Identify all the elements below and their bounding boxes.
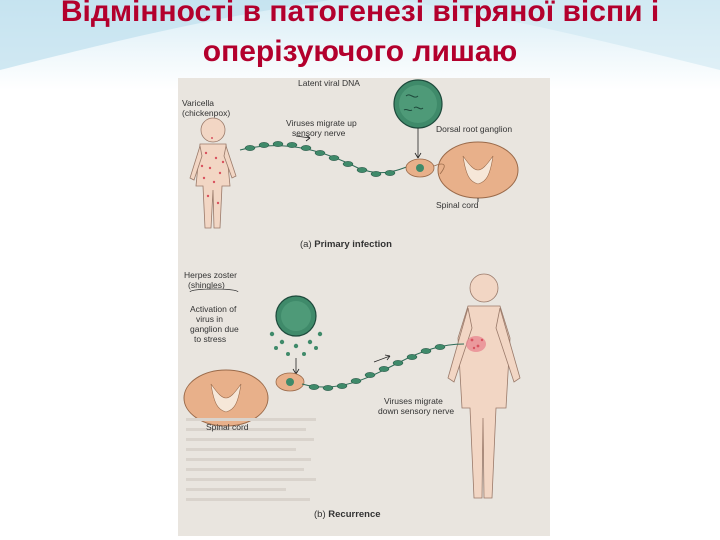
label-activation-3: ganglion due — [190, 324, 239, 334]
label-varicella: Varicella — [182, 98, 214, 108]
label-migrate-down-2: down sensory nerve — [378, 406, 455, 416]
sensory-nerve-bottom — [301, 343, 465, 391]
latent-viral-dna-cell — [393, 79, 443, 159]
spinal-cord-bottom — [183, 369, 305, 427]
pathogenesis-illustration — [183, 79, 521, 501]
caption-recurrence: (b) Recurrence — [314, 510, 381, 520]
label-migrate-down-1: Viruses migrate — [384, 396, 443, 406]
slide-title-line-2: оперізуючого лишаю — [202, 35, 518, 68]
slide-title-line-1: Відмінності в патогенезі вітряної віспи … — [60, 0, 660, 28]
child-figure — [189, 117, 237, 229]
label-migrate-up-1: Viruses migrate up — [286, 118, 357, 128]
label-latent-viral-dna: Latent viral DNA — [298, 78, 360, 88]
label-activation-2: virus in — [196, 314, 223, 324]
label-activation-4: to stress — [194, 334, 227, 344]
pathogenesis-figure: Latent viral DNA Varicella (chickenpox) … — [178, 78, 550, 536]
slide-title: Відмінності в патогенезі вітряної віспи … — [0, 0, 720, 72]
label-activation-1: Activation of — [190, 304, 237, 314]
caption-primary-infection: (a) Primary infection — [300, 240, 392, 250]
label-herpes-zoster: Herpes zoster — [184, 270, 237, 280]
caption-b-prefix: (b) — [314, 509, 326, 520]
label-shingles: (shingles) — [188, 280, 225, 290]
activated-virus-cell — [269, 295, 323, 375]
spinal-cord-top — [405, 141, 519, 202]
faded-page-text — [186, 418, 316, 501]
label-spinal-cord-bottom: Spinal cord — [206, 422, 249, 432]
label-migrate-up-2: sensory nerve — [292, 128, 346, 138]
label-spinal-cord-top: Spinal cord — [436, 200, 479, 210]
adult-figure — [447, 273, 521, 499]
caption-a-prefix: (a) — [300, 239, 312, 250]
label-dorsal-root-ganglion: Dorsal root ganglion — [436, 124, 513, 134]
header-swoosh — [0, 0, 720, 70]
caption-b-text: Recurrence — [328, 509, 381, 520]
sensory-nerve-top — [239, 134, 419, 177]
label-chickenpox: (chickenpox) — [182, 108, 231, 118]
caption-a-text: Primary infection — [314, 239, 392, 250]
